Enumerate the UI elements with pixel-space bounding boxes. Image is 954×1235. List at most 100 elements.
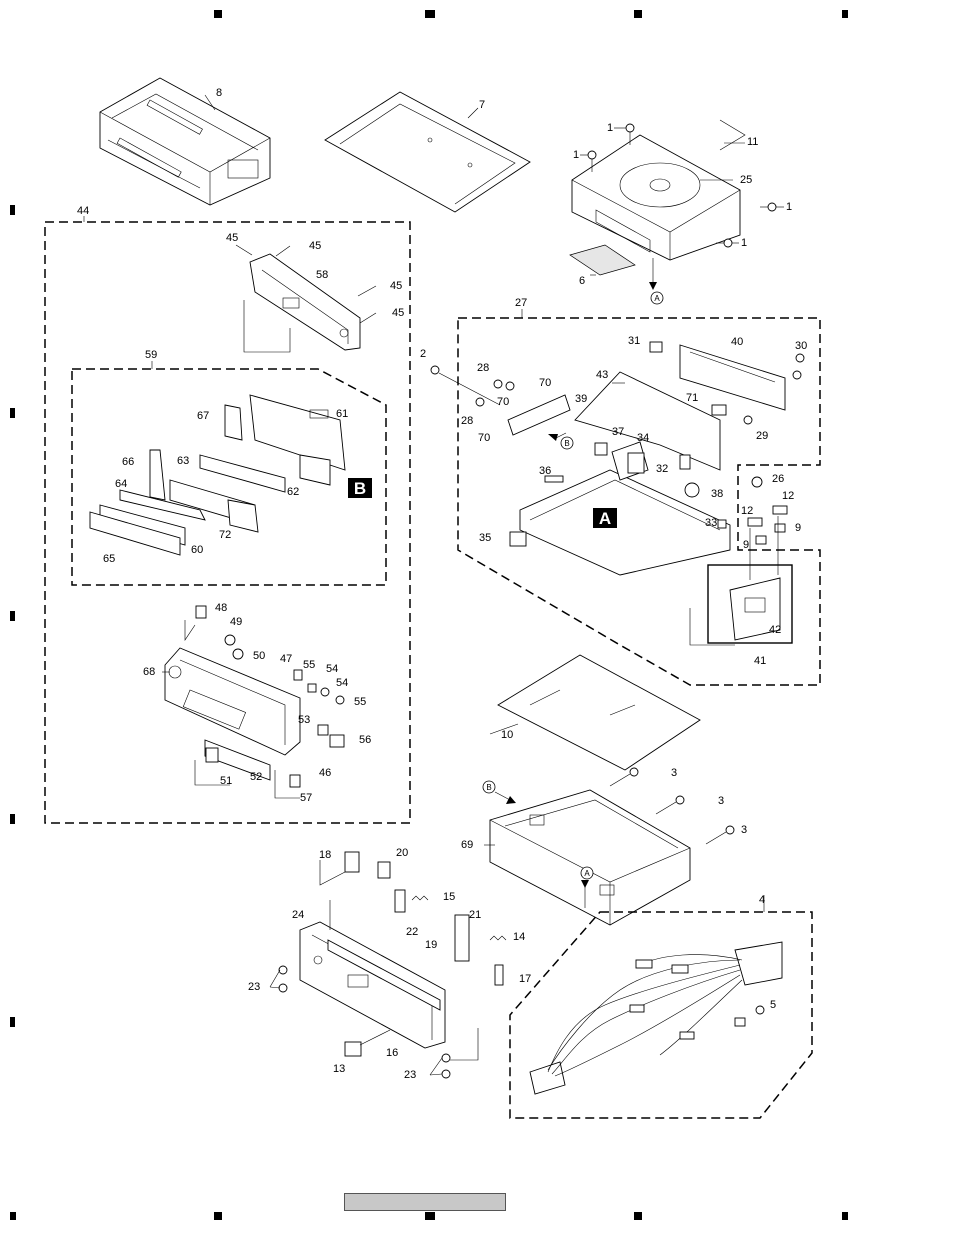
ref-marker-b1: B <box>564 439 569 448</box>
main-board-assembly-outline <box>457 317 821 686</box>
callout-9: 9 <box>795 522 801 534</box>
callout-53: 53 <box>298 714 310 726</box>
callout-7: 7 <box>479 99 485 111</box>
callout-68: 68 <box>143 666 155 678</box>
leader-58 <box>243 300 291 353</box>
callout-59: 59 <box>145 349 157 361</box>
chassis-part <box>489 789 691 926</box>
callout-43: 43 <box>596 369 608 381</box>
callout-31: 31 <box>628 335 640 347</box>
section-label-b: B <box>354 479 366 498</box>
front-bezel-part-58 <box>235 244 377 351</box>
callout-18: 18 <box>319 849 331 861</box>
section-a-marker <box>593 508 617 528</box>
section-label-a: A <box>599 509 611 528</box>
top-cover-part <box>324 91 531 213</box>
callout-12: 12 <box>741 505 753 517</box>
callout-52: 52 <box>250 771 262 783</box>
connector-parts-9-12 <box>747 505 788 580</box>
callout-1: 1 <box>741 237 747 249</box>
callout-11: 11 <box>747 136 758 148</box>
callout-19: 19 <box>425 939 437 951</box>
front-bezel-part-24 <box>299 921 446 1049</box>
callout-49: 49 <box>230 616 242 628</box>
callout-16: 16 <box>386 1047 398 1059</box>
callout-labels: 8 7 1 1 1 1 11 25 6 44 45 45 45 45 58 59… <box>77 87 807 1081</box>
callout-72: 72 <box>219 529 231 541</box>
callout-71: 71 <box>686 392 698 404</box>
callout-2: 2 <box>420 348 426 360</box>
misc-parts-13-22 <box>278 851 507 1079</box>
sub-box-41 <box>707 564 793 644</box>
case-part <box>99 77 271 206</box>
callout-56: 56 <box>359 734 371 746</box>
registration-marks <box>10 10 848 1220</box>
callout-46: 46 <box>319 767 331 779</box>
insulator-sheet-part <box>497 654 701 771</box>
callout-42: 42 <box>769 624 781 636</box>
callout-25: 25 <box>740 174 752 186</box>
callout-4: 4 <box>759 894 765 906</box>
callout-28: 28 <box>477 362 489 374</box>
screws-board <box>430 353 805 488</box>
callout-47: 47 <box>280 653 292 665</box>
callout-64: 64 <box>115 478 127 490</box>
callout-9: 9 <box>743 539 749 551</box>
callout-21: 21 <box>469 909 481 921</box>
ref-marker-a2: A <box>584 869 590 878</box>
callout-5: 5 <box>770 999 776 1011</box>
callout-50: 50 <box>253 650 265 662</box>
callout-45: 45 <box>390 280 402 292</box>
callout-30: 30 <box>795 340 807 352</box>
callout-54: 54 <box>326 663 338 675</box>
callout-45: 45 <box>392 307 404 319</box>
callout-40: 40 <box>731 336 743 348</box>
cd-mechanism-part <box>569 119 746 290</box>
screws-3 <box>609 767 735 845</box>
callout-1: 1 <box>607 122 613 134</box>
callout-70: 70 <box>497 396 509 408</box>
front-panel-assembly-outline <box>44 221 411 824</box>
callout-6: 6 <box>579 275 585 287</box>
callout-36: 36 <box>539 465 551 477</box>
callout-65: 65 <box>103 553 115 565</box>
callout-33: 33 <box>705 517 717 529</box>
callout-44: 44 <box>77 205 89 217</box>
callout-15: 15 <box>443 891 455 903</box>
callout-51: 51 <box>220 775 232 787</box>
callout-29: 29 <box>756 430 768 442</box>
callout-67: 67 <box>197 410 209 422</box>
main-board-part <box>507 341 786 576</box>
callout-70: 70 <box>539 377 551 389</box>
callout-69: 69 <box>461 839 473 851</box>
callout-23: 23 <box>404 1069 416 1081</box>
ref-marker-b2: B <box>486 783 491 792</box>
ref-marker-a1: A <box>654 294 660 303</box>
callout-41: 41 <box>754 655 766 667</box>
callout-45: 45 <box>226 232 238 244</box>
callout-28: 28 <box>461 415 473 427</box>
callout-13: 13 <box>333 1063 345 1075</box>
callout-35: 35 <box>479 532 491 544</box>
callout-leaders <box>83 127 784 1076</box>
callout-32: 32 <box>656 463 668 475</box>
section-b-marker <box>348 478 372 498</box>
callout-17: 17 <box>519 973 531 985</box>
callout-38: 38 <box>711 488 723 500</box>
panel-sub-assembly-outline <box>71 368 387 586</box>
callout-63: 63 <box>177 455 189 467</box>
callout-8: 8 <box>216 87 222 99</box>
panel-sub-parts <box>89 394 346 556</box>
callout-12: 12 <box>782 490 794 502</box>
leader-41 <box>689 608 735 646</box>
callout-14: 14 <box>513 931 525 943</box>
small-parts-front <box>184 605 345 799</box>
callout-70: 70 <box>478 432 490 444</box>
control-panel-part-68 <box>164 647 301 781</box>
callout-23: 23 <box>248 981 260 993</box>
callout-3: 3 <box>671 767 677 779</box>
callout-39: 39 <box>575 393 587 405</box>
callout-48: 48 <box>215 602 227 614</box>
callout-26: 26 <box>772 473 784 485</box>
